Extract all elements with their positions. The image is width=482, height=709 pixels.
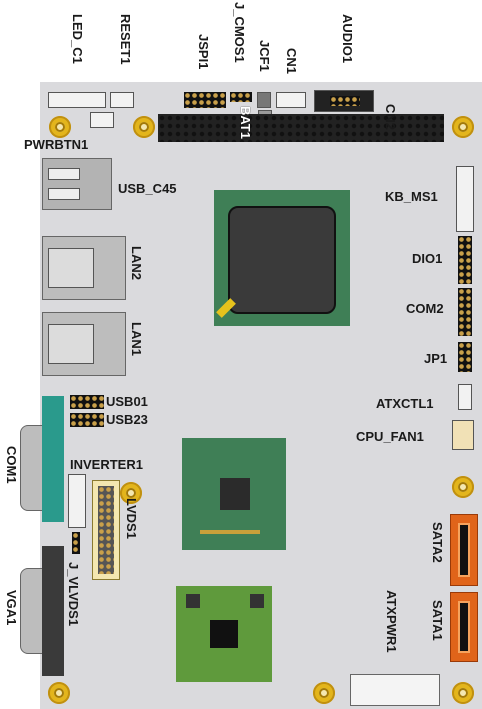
- vga1-bracket: [42, 546, 64, 676]
- label-jcf1: JCF1: [257, 40, 272, 72]
- label-jp1: JP1: [424, 351, 448, 366]
- dio1-header: [458, 236, 472, 284]
- j-vlvds1-header: [72, 532, 80, 554]
- pwrbtn1-header: [90, 112, 114, 128]
- label-jspi1: JSPI1: [196, 34, 211, 70]
- label-kb-ms1: KB_MS1: [385, 189, 438, 204]
- label-vga1: VGA1: [4, 590, 19, 626]
- atxpwr1-connector: [350, 674, 440, 706]
- usb01-header: [70, 395, 104, 409]
- label-usb01: USB01: [106, 394, 148, 409]
- label-sata2: SATA2: [430, 522, 445, 563]
- cpu-die: [210, 620, 238, 648]
- lvds1-pins: [98, 486, 114, 574]
- label-inverter1: INVERTER1: [70, 457, 143, 472]
- label-lan1: LAN1: [129, 322, 144, 356]
- lan-jack-icon: [48, 248, 94, 288]
- label-pwrbtn1: PWRBTN1: [24, 137, 89, 152]
- cn2-connector: [158, 114, 444, 142]
- com1-bracket: [42, 396, 64, 522]
- sata2-connector: [450, 514, 478, 586]
- label-usb23: USB23: [106, 412, 148, 427]
- label-dio1: DIO1: [412, 251, 443, 266]
- label-audio1: AUDIO1: [340, 14, 355, 64]
- label-com1: COM1: [4, 446, 19, 484]
- usb-c45-port: [42, 158, 112, 210]
- cpu-corner: [186, 594, 200, 608]
- southbridge-trace: [200, 530, 260, 534]
- label-cn2: CN2: [383, 104, 398, 131]
- label-usb-c45: USB_C45: [118, 181, 177, 196]
- led-c1-header: [48, 92, 106, 108]
- label-com2: COM2: [406, 301, 444, 316]
- label-cpu-fan1: CPU_FAN1: [356, 429, 424, 444]
- northbridge-die: [228, 206, 336, 314]
- jcf1-header: [257, 92, 271, 108]
- label-cn1: CN1: [284, 48, 299, 75]
- label-j-cmos1: J_CMOS1: [232, 2, 247, 63]
- cn1-header: [276, 92, 306, 108]
- label-bat1: BAT1: [238, 106, 253, 139]
- mounting-hole: [452, 116, 474, 138]
- jp1-header: [458, 342, 472, 372]
- lan-jack-icon: [48, 324, 94, 364]
- mounting-hole: [452, 476, 474, 498]
- label-lvds1: LVDS1: [124, 498, 139, 539]
- kb-ms1-header: [456, 166, 474, 232]
- label-j-vlvds1: J_VLVDS1: [66, 562, 81, 627]
- label-reset1: RESET1: [118, 14, 133, 65]
- label-sata1: SATA1: [430, 600, 445, 641]
- cpu-corner: [250, 594, 264, 608]
- mounting-hole: [49, 116, 71, 138]
- usb23-header: [70, 413, 104, 427]
- j-cmos1-header: [230, 92, 252, 102]
- label-lan2: LAN2: [129, 246, 144, 280]
- audio1-pins: [330, 96, 360, 106]
- reset1-header: [110, 92, 134, 108]
- atxctl1-header: [458, 384, 472, 410]
- jspi1-header: [184, 92, 226, 108]
- mounting-hole: [452, 682, 474, 704]
- mounting-hole: [133, 116, 155, 138]
- label-atxctl1: ATXCTL1: [376, 396, 434, 411]
- mounting-hole: [48, 682, 70, 704]
- mounting-hole: [120, 482, 142, 504]
- southbridge-die: [220, 478, 250, 510]
- usb-slot-icon: [48, 168, 80, 180]
- label-led-c1: LED_C1: [70, 14, 85, 64]
- com2-header: [458, 288, 472, 336]
- cpu-fan1-header: [452, 420, 474, 450]
- label-atxpwr1: ATXPWR1: [384, 590, 399, 653]
- inverter1-header: [68, 474, 86, 528]
- sata1-connector: [450, 592, 478, 662]
- usb-slot-icon: [48, 188, 80, 200]
- mounting-hole: [313, 682, 335, 704]
